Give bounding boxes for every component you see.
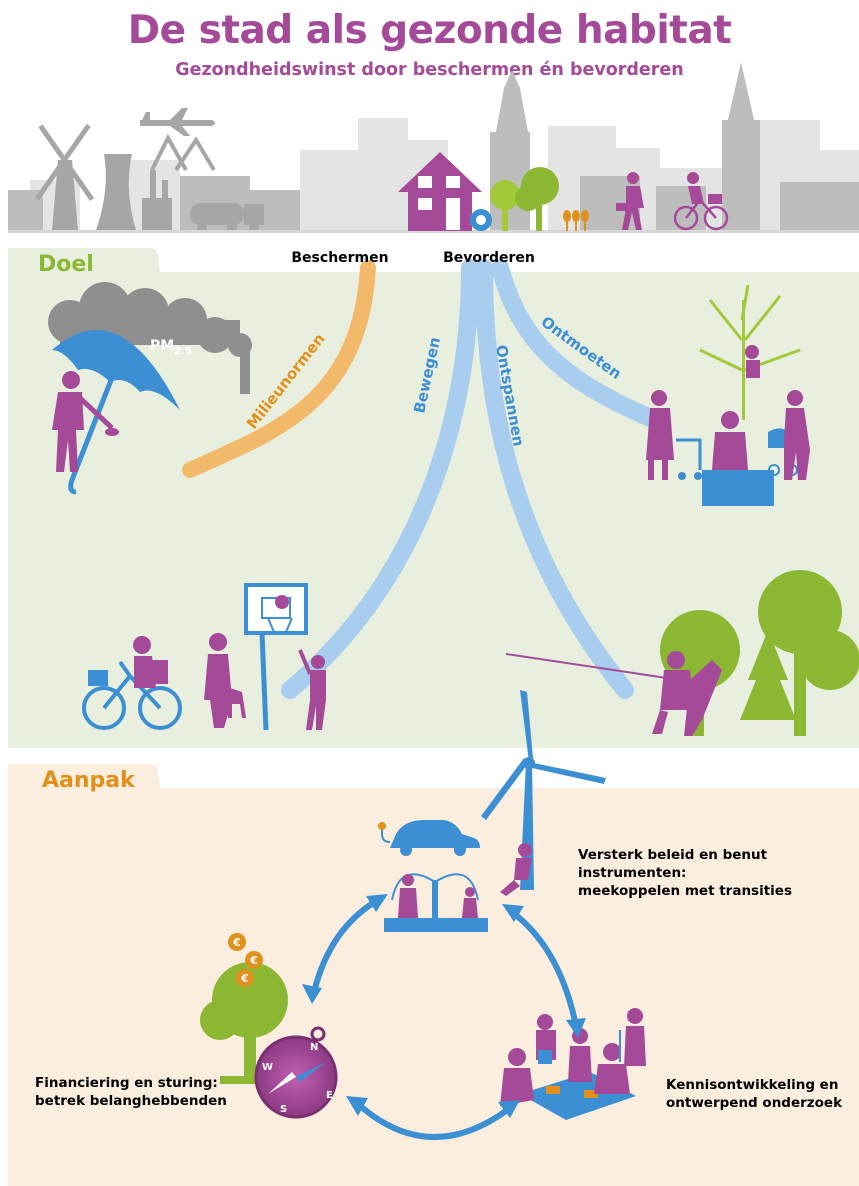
compass-w: W	[262, 1062, 273, 1073]
fountain-icon	[384, 873, 488, 932]
electric-car-icon	[378, 820, 480, 856]
cycle-arrows	[311, 897, 579, 1140]
pm25-label: PM2.5	[150, 338, 192, 357]
trees-icon	[490, 167, 559, 231]
gardener-icon	[52, 371, 119, 472]
research-group-icon	[500, 1008, 646, 1120]
step-kennis-line1: Kennisontwikkeling en	[666, 1077, 838, 1093]
beschermen-label: Beschermen	[291, 250, 388, 266]
page-title: De stad als gezonde habitat	[127, 8, 732, 53]
tulips-icon	[563, 210, 589, 231]
ontmoeten-people-icon	[646, 284, 810, 506]
city-skyline	[8, 62, 859, 233]
goal-streams	[182, 259, 664, 699]
cycle-arrowheads	[302, 894, 586, 1118]
compass-icon: N E S W	[254, 1026, 338, 1119]
relaxing-person-icon	[500, 843, 532, 896]
soccer-ball-icon	[470, 209, 492, 231]
euro-coins-icon: € € €	[228, 933, 263, 987]
step-beleid-line2: instrumenten:	[578, 865, 686, 881]
step-beleid-line1: Versterk beleid en benut	[578, 847, 768, 863]
step-beleid-line3: meekoppelen met transities	[578, 883, 792, 899]
euro-coin-3: €	[240, 972, 249, 985]
bewegen-people-icon	[82, 633, 326, 730]
basketball-hoop-icon	[244, 583, 308, 731]
money-tree-icon: € € €	[200, 933, 288, 1084]
bevorderen-label: Bevorderen	[443, 250, 535, 266]
smog-cloud-icon	[48, 282, 252, 394]
step-financiering-line2: betrek belanghebbenden	[35, 1093, 227, 1109]
cyclist-icon	[673, 172, 729, 231]
compass-e: E	[326, 1090, 333, 1101]
doel-label: Doel	[38, 252, 94, 277]
umbrella-icon	[52, 330, 180, 495]
walking-person-icon	[616, 172, 644, 230]
euro-coin-1: €	[232, 936, 241, 949]
compass-s: S	[280, 1104, 287, 1115]
compass-n: N	[310, 1042, 318, 1053]
house-icon	[398, 152, 482, 231]
aanpak-label: Aanpak	[42, 768, 136, 793]
fishing-person-icon	[505, 570, 859, 736]
step-kennis-line2: ontwerpend onderzoek	[666, 1095, 843, 1111]
euro-coin-2: €	[249, 954, 258, 967]
step-financiering-line1: Financiering en sturing:	[35, 1075, 218, 1091]
page-subtitle: Gezondheidswinst door beschermen én bevo…	[175, 60, 684, 80]
